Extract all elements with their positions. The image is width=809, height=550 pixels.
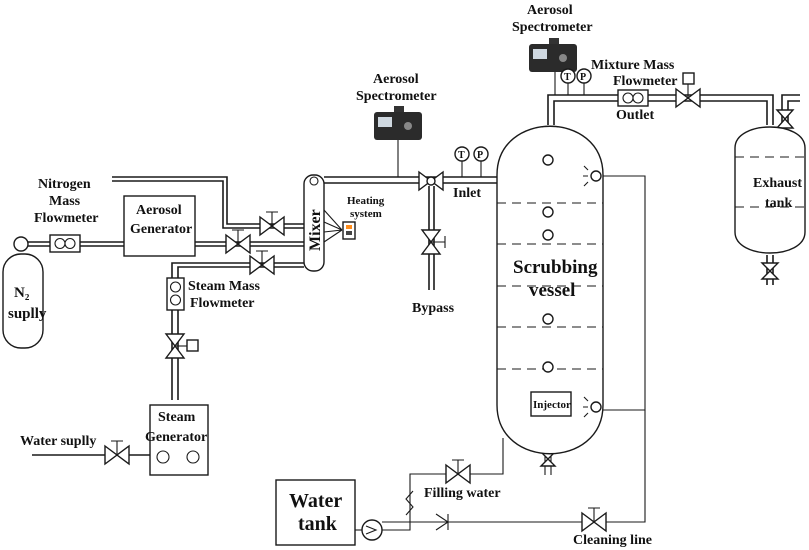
nitrogen-mfm-label-1: Nitrogen xyxy=(38,177,91,192)
outlet-pipe xyxy=(547,72,774,125)
water-supply-label: Water suplly xyxy=(20,434,96,449)
steam-generator-label-1: Steam xyxy=(158,410,196,425)
nitrogen-mfm-label-2: Mass xyxy=(49,194,81,209)
exhaust-drain-valve[interactable] xyxy=(760,262,780,280)
aerosol-generator-label-2: Generator xyxy=(130,222,192,237)
outlet-temperature-sensor: T xyxy=(560,68,576,95)
scrubbing-vessel-label-2: vessel xyxy=(529,280,575,301)
cleaning-line-label: Cleaning line xyxy=(573,533,652,548)
mixer: Mixer xyxy=(303,174,325,272)
steam-line-valve[interactable] xyxy=(249,250,275,276)
inlet-temperature-sensor: T xyxy=(454,146,470,177)
scrubbing-vessel-label-1: Scrubbing xyxy=(513,257,598,278)
water-tank-label-2: tank xyxy=(298,513,338,535)
heating-system-label-2: system xyxy=(350,208,382,220)
spectrometer-inlet-label-2: Spectrometer xyxy=(356,89,437,104)
aerosol-generator-label-1: Aerosol xyxy=(136,203,182,218)
steam-control-valve[interactable] xyxy=(164,333,199,359)
mixer-label: Mixer xyxy=(307,209,324,251)
heating-system: Heating system xyxy=(323,195,385,243)
outlet-control-valve[interactable] xyxy=(675,72,701,109)
steam-generator: Steam Generator xyxy=(145,404,209,476)
inlet-three-way-valve[interactable] xyxy=(418,170,444,192)
temperature-symbol: T xyxy=(564,72,571,83)
cleaning-line-pipe xyxy=(382,410,646,523)
filling-water-label: Filling water xyxy=(424,486,501,501)
exhaust-vent-pipe xyxy=(781,94,800,128)
mixture-mfm-label-1: Mixture Mass xyxy=(591,58,675,73)
bypass-label: Bypass xyxy=(412,301,455,316)
lower-spray-nozzle xyxy=(583,396,602,418)
inlet-pressure-sensor: P xyxy=(473,146,489,177)
water-tank-label-1: Water xyxy=(289,490,342,512)
heating-system-label-1: Heating xyxy=(347,195,385,207)
mixture-mass-flowmeter: Mixture Mass Flowmeter xyxy=(591,58,678,107)
aerosol-line-valve[interactable] xyxy=(259,211,285,237)
pressure-symbol: P xyxy=(580,72,586,83)
n2-label: N₂ xyxy=(14,285,30,301)
exhaust-tank-label-1: Exhaust xyxy=(753,176,802,191)
nitrogen-line-valve[interactable] xyxy=(225,229,251,255)
n2-cylinder: N₂ suplly xyxy=(2,236,47,349)
spectrometer-outlet-label-2: Spectrometer xyxy=(512,20,593,35)
steam-mass-flowmeter: Steam Mass Flowmeter xyxy=(166,277,260,311)
recirculation-loop xyxy=(603,175,646,411)
n2-supply-label: suplly xyxy=(8,306,47,322)
filling-water-line xyxy=(382,438,504,531)
cleaning-check-valve xyxy=(435,513,449,531)
aerosol-spectrometer-outlet: Aerosol Spectrometer xyxy=(512,3,593,72)
steam-generator-label-2: Generator xyxy=(145,430,207,445)
filling-water-valve[interactable] xyxy=(445,459,471,485)
outlet-label: Outlet xyxy=(616,108,654,123)
inlet-label: Inlet xyxy=(453,186,481,201)
nitrogen-mass-flowmeter: Nitrogen Mass Flowmeter xyxy=(34,177,99,253)
mixture-mfm-label-2: Flowmeter xyxy=(613,74,678,89)
spectrometer-outlet-label-1: Aerosol xyxy=(527,3,573,18)
water-pump[interactable] xyxy=(355,519,383,541)
scrubbing-vessel: Scrubbing vessel Injector xyxy=(496,125,604,455)
exhaust-vent-valve[interactable] xyxy=(775,109,795,129)
aerosol-generator: Aerosol Generator xyxy=(123,195,196,257)
nitrogen-mfm-label-3: Flowmeter xyxy=(34,211,99,226)
water-supply-valve[interactable] xyxy=(104,440,130,466)
water-tank: Water tank xyxy=(275,479,356,546)
exhaust-drain-pipe xyxy=(766,255,774,285)
injector-label: Injector xyxy=(533,399,571,411)
spectrometer-inlet-label-1: Aerosol xyxy=(373,72,419,87)
upper-spray-nozzle xyxy=(583,165,602,187)
bypass-valve[interactable] xyxy=(420,229,446,255)
aerosol-spectrometer-inlet: Aerosol Spectrometer xyxy=(356,72,437,140)
pressure-symbol: P xyxy=(477,150,483,161)
exhaust-tank: Exhaust tank xyxy=(734,126,806,254)
steam-mfm-label-1: Steam Mass xyxy=(188,279,260,294)
outlet-pressure-sensor: P xyxy=(576,68,592,95)
temperature-symbol: T xyxy=(458,150,465,161)
steam-mfm-label-2: Flowmeter xyxy=(190,296,255,311)
cleaning-line-valve[interactable] xyxy=(581,507,607,533)
exhaust-tank-label-2: tank xyxy=(765,196,792,211)
